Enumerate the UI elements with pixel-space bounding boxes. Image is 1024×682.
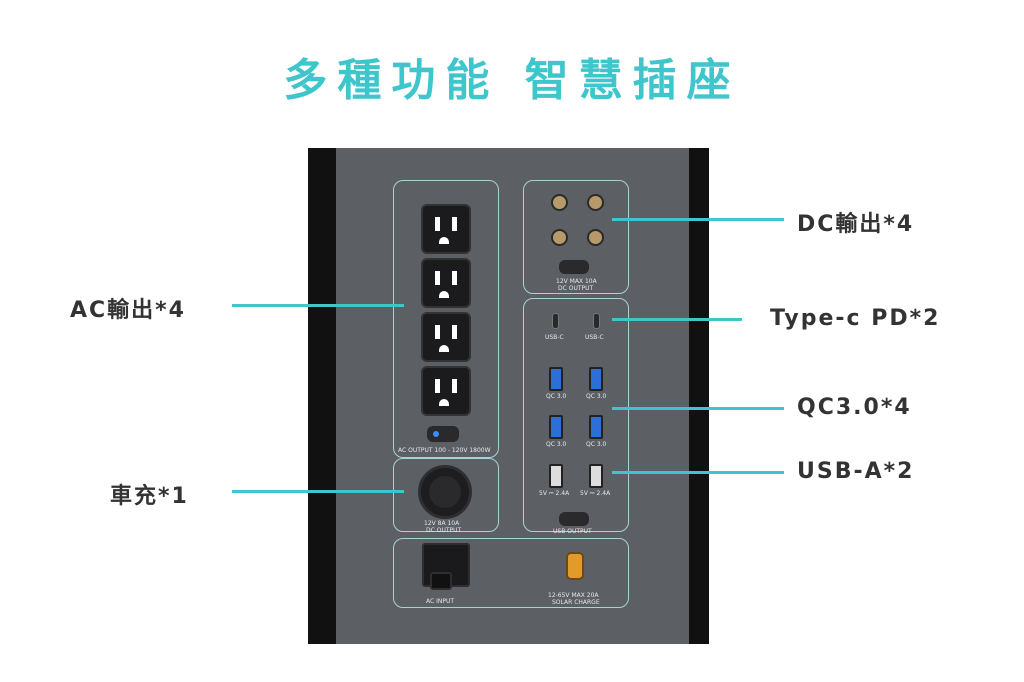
typec-callout-label: Type-c PD*2: [770, 306, 941, 331]
ac-input-label: AC INPUT: [426, 598, 455, 605]
ac-outlet-3: [421, 312, 471, 362]
dc-port-4: [587, 229, 604, 246]
dc-output-section: [523, 180, 629, 294]
car-charger-section: [393, 458, 499, 532]
qc-label-2: QC 3.0: [586, 393, 607, 400]
usba-callout-label: USB-A*2: [797, 459, 915, 484]
dc-callout-line: [612, 218, 784, 221]
qc-label-1: QC 3.0: [546, 393, 567, 400]
qc-label-4: QC 3.0: [586, 441, 607, 448]
input-section: [393, 538, 629, 608]
solar-charge-port: [566, 552, 584, 580]
ac-input-switch: [430, 572, 452, 590]
ac-outlet-2: [421, 258, 471, 308]
typec-callout-line: [612, 318, 742, 321]
page-title: 多種功能 智慧插座: [283, 55, 741, 106]
car-socket: [418, 465, 472, 519]
dc-output-label-2: DC OUTPUT: [558, 285, 594, 292]
car-callout-line: [232, 490, 404, 493]
usb-c-port-2: [593, 313, 600, 329]
usb-c-label-right: USB-C: [585, 334, 604, 341]
ac-output-label: AC OUTPUT 100 - 120V 1800W: [398, 447, 491, 454]
qc-port-1: [549, 367, 563, 391]
car-output-label-1: 12V 8A 10A: [424, 520, 460, 527]
usb-power-button: [559, 512, 589, 526]
led-icon: [433, 431, 439, 437]
usb-output-label: USB OUTPUT: [553, 528, 592, 535]
usb-c-port-1: [552, 313, 559, 329]
usb-a-label-left: 5V ⎓ 2.4A: [539, 490, 570, 497]
usba-callout-line: [612, 471, 784, 474]
dc-port-1: [551, 194, 568, 211]
qc-port-3: [549, 415, 563, 439]
dc-port-3: [551, 229, 568, 246]
ac-output-section: [393, 180, 499, 458]
qc-port-2: [589, 367, 603, 391]
ac-callout-label: AC輸出*4: [70, 298, 186, 323]
dc-output-label-1: 12V MAX 10A: [556, 278, 597, 285]
ac-power-button: [427, 426, 459, 442]
car-callout-label: 車充*1: [110, 484, 189, 509]
dc-power-button: [559, 260, 589, 274]
device-panel: [336, 148, 689, 644]
car-output-label-2: DC OUTPUT: [426, 527, 462, 534]
usb-a-port-1: [549, 464, 563, 488]
ac-outlet-1: [421, 204, 471, 254]
solar-label-1: 12-65V MAX 20A: [548, 592, 599, 599]
dc-callout-label: DC輸出*4: [797, 212, 915, 237]
usb-c-label-left: USB-C: [545, 334, 564, 341]
usb-a-label-right: 5V ⎓ 2.4A: [580, 490, 611, 497]
qc-label-3: QC 3.0: [546, 441, 567, 448]
dc-port-2: [587, 194, 604, 211]
qc-port-4: [589, 415, 603, 439]
solar-label-2: SOLAR CHARGE: [552, 599, 600, 606]
usb-output-section: [523, 298, 629, 532]
usb-a-port-2: [589, 464, 603, 488]
ac-callout-line: [232, 304, 404, 307]
qc-callout-line: [612, 407, 784, 410]
qc-callout-label: QC3.0*4: [797, 395, 912, 420]
ac-outlet-4: [421, 366, 471, 416]
